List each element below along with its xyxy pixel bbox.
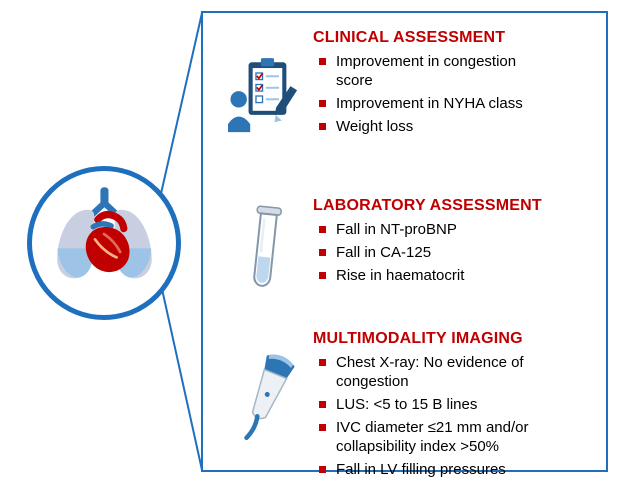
list-item: Weight loss	[313, 117, 549, 136]
imaging-text-column: MULTIMODALITY IMAGING Chest X-ray: No ev…	[313, 328, 600, 483]
clipboard-person-icon	[228, 58, 298, 133]
laboratory-items-list: Fall in NT-proBNP Fall in CA-125 Rise in…	[313, 220, 549, 285]
item-text: Fall in CA-125	[336, 244, 432, 261]
bullet-square-icon	[319, 272, 326, 279]
item-text: Weight loss	[336, 118, 414, 135]
section-multimodality-imaging: MULTIMODALITY IMAGING Chest X-ray: No ev…	[217, 328, 600, 483]
bullet-square-icon	[319, 58, 326, 65]
bullet-square-icon	[319, 466, 326, 473]
bullet-square-icon	[319, 359, 326, 366]
bullet-square-icon	[319, 424, 326, 431]
imaging-icon-column	[217, 328, 313, 483]
list-item: LUS: <5 to 15 B lines	[313, 395, 549, 414]
bullet-square-icon	[319, 249, 326, 256]
heart-shape	[85, 227, 130, 273]
list-item: Fall in CA-125	[313, 243, 549, 262]
heart-lungs-icon	[57, 187, 152, 279]
item-text: Fall in NT-proBNP	[336, 221, 457, 238]
laboratory-text-column: LABORATORY ASSESSMENT Fall in NT-proBNP …	[313, 195, 600, 297]
section-laboratory-assessment: LABORATORY ASSESSMENT Fall in NT-proBNP …	[217, 195, 600, 297]
item-text: Rise in haematocrit	[336, 267, 465, 284]
list-item: Improvement in NYHA class	[313, 94, 549, 113]
heart-lungs-badge	[27, 166, 181, 320]
list-item: IVC diameter ≤21 mm and/or collapsibilit…	[313, 418, 549, 456]
imaging-items-list: Chest X-ray: No evidence of congestion L…	[313, 353, 549, 479]
bullet-square-icon	[319, 123, 326, 130]
item-text: IVC diameter ≤21 mm and/or collapsibilit…	[336, 419, 529, 455]
item-text: Improvement in NYHA class	[336, 95, 523, 112]
section-clinical-assessment: CLINICAL ASSESSMENT Improvement in conge…	[217, 27, 600, 140]
clinical-text-column: CLINICAL ASSESSMENT Improvement in conge…	[313, 27, 600, 140]
item-text: Chest X-ray: No evidence of congestion	[336, 354, 524, 390]
bullet-square-icon	[319, 401, 326, 408]
item-text: LUS: <5 to 15 B lines	[336, 396, 478, 413]
assessment-panel: CLINICAL ASSESSMENT Improvement in conge…	[201, 11, 608, 478]
item-text: Fall in LV filling pressures	[336, 461, 506, 478]
item-text: Improvement in congestion score	[336, 53, 517, 89]
clinical-icon-column	[217, 27, 313, 140]
list-item: Fall in NT-proBNP	[313, 220, 549, 239]
clinical-items-list: Improvement in congestion score Improvem…	[313, 52, 549, 136]
bullet-square-icon	[319, 100, 326, 107]
section-title-laboratory: LABORATORY ASSESSMENT	[313, 197, 542, 214]
list-item: Rise in haematocrit	[313, 266, 549, 285]
list-item: Chest X-ray: No evidence of congestion	[313, 353, 549, 391]
list-item: Fall in LV filling pressures	[313, 460, 549, 479]
section-title-imaging: MULTIMODALITY IMAGING	[313, 330, 523, 347]
laboratory-icon-column	[217, 195, 313, 297]
section-title-clinical: CLINICAL ASSESSMENT	[313, 29, 506, 46]
test-tube-icon	[253, 205, 282, 287]
ultrasound-probe-icon	[244, 354, 295, 441]
list-item: Improvement in congestion score	[313, 52, 549, 90]
bullet-square-icon	[319, 226, 326, 233]
